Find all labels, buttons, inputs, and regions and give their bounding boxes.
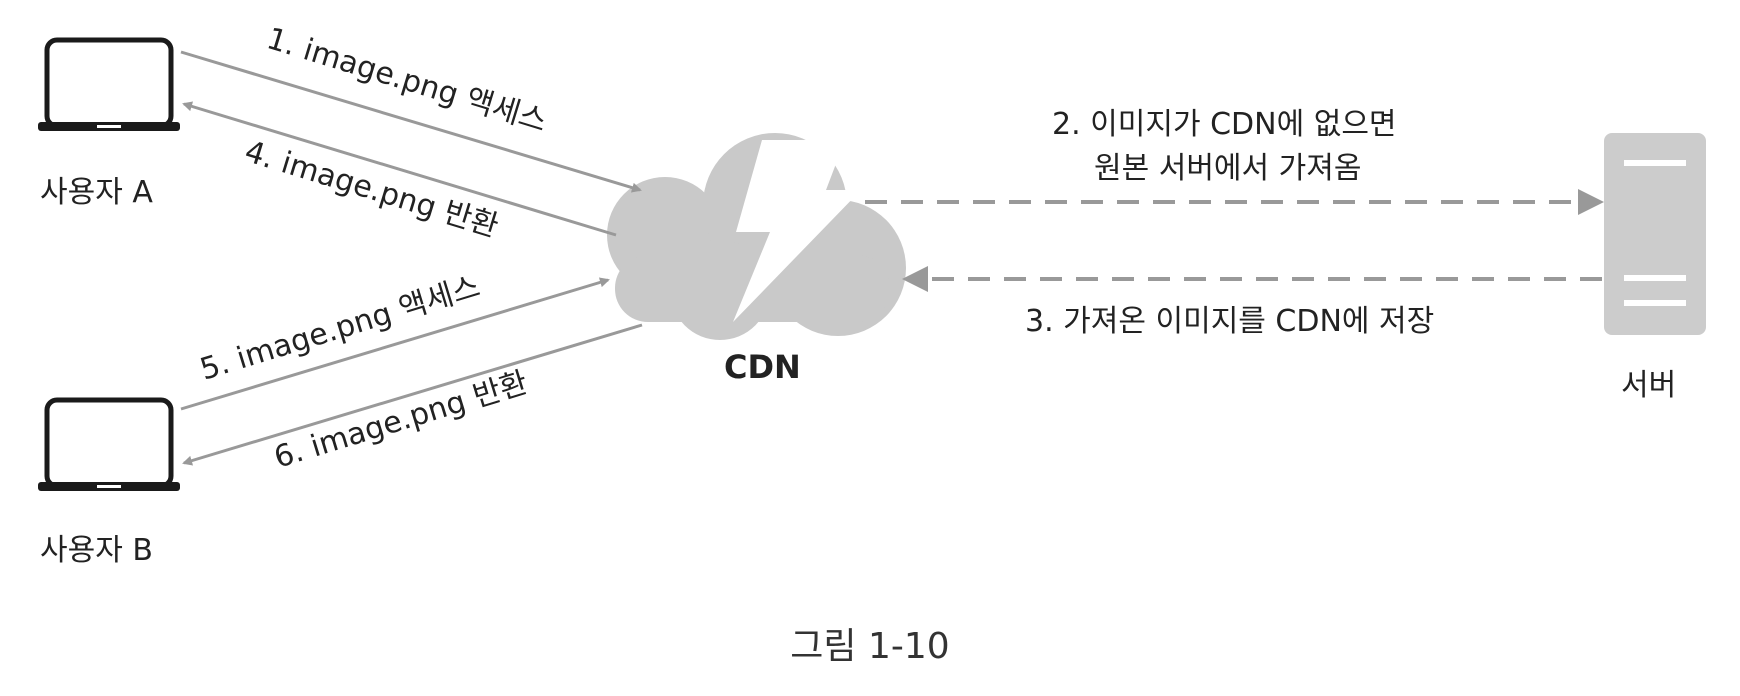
- server-label: 서버: [1621, 368, 1676, 403]
- edge-5-label: 5. image.png 액세스: [196, 269, 484, 387]
- edge-2-fetch-origin: 2. 이미지가 CDN에 없으면 원본 서버에서 가져옴: [865, 107, 1604, 215]
- cdn-cloud-icon: [607, 133, 906, 340]
- user-a-label: 사용자 A: [40, 175, 153, 210]
- edge-4-response-a: 4. image.png 반환: [182, 101, 617, 245]
- edge-3-label: 3. 가져온 이미지를 CDN에 저장: [1025, 304, 1434, 339]
- edge-1-label: 1. image.png 액세스: [263, 21, 551, 139]
- user-b-label: 사용자 B: [40, 533, 153, 568]
- edge-6-label: 6. image.png 반환: [270, 365, 532, 475]
- laptop-icon-user-b: [38, 397, 180, 491]
- edge-2-label-line2: 원본 서버에서 가져옴: [1094, 151, 1361, 186]
- laptop-icon-user-a: [38, 37, 180, 131]
- server-icon: [1604, 133, 1706, 335]
- edge-5-request-b: 5. image.png 액세스: [180, 269, 610, 411]
- edge-3-store-cdn: 3. 가져온 이미지를 CDN에 저장: [902, 266, 1602, 339]
- figure-caption: 그림 1-10: [790, 626, 949, 667]
- cdn-label: CDN: [724, 348, 801, 386]
- edge-2-label-line1: 2. 이미지가 CDN에 없으면: [1052, 107, 1397, 142]
